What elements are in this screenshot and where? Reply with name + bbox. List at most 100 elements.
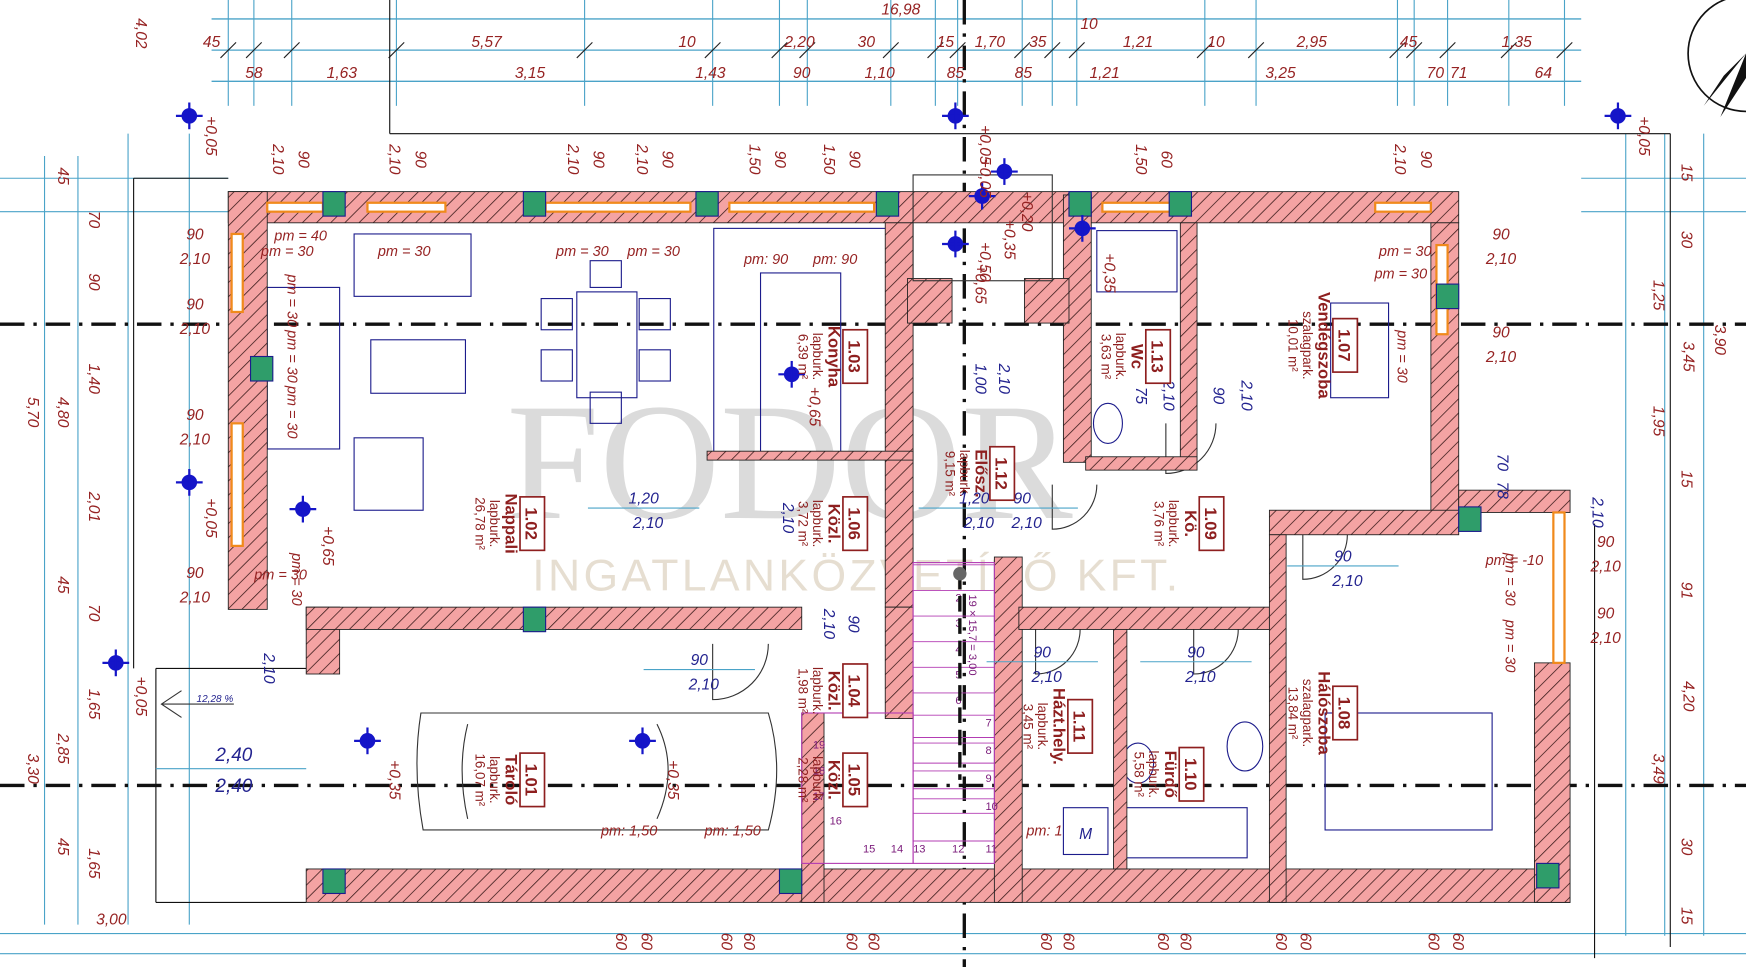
dimension-slash: [1405, 41, 1423, 59]
elevation-label: +0,65: [319, 526, 336, 566]
stair-number: 14: [891, 843, 903, 855]
inner-dimension: 2,10: [963, 515, 995, 532]
room-floor: lapburk.: [957, 450, 972, 498]
opening-height: 1,50: [1132, 144, 1149, 175]
elevation-label: +0,05: [1635, 116, 1652, 156]
room-area: 26,78 m²: [472, 497, 487, 550]
window-width: 90: [1492, 325, 1510, 342]
chair: [589, 260, 622, 288]
door-dimension: 1,00: [971, 364, 988, 395]
bottom-dimension: 60: [1059, 933, 1076, 951]
slope-arrow: [160, 690, 234, 718]
level-marker-icon: [289, 495, 317, 523]
window: [230, 232, 244, 314]
side-dimension: 4,20: [1680, 681, 1697, 712]
door-dimension: 2,10: [1588, 496, 1605, 528]
chair: [589, 391, 622, 424]
level-markers: [102, 0, 1746, 755]
window-width: 90: [186, 407, 204, 424]
opening-width: 90: [659, 151, 676, 169]
top-dimension: 64: [1535, 65, 1553, 82]
level-marker-icon: [968, 182, 996, 210]
window-width: 90: [1597, 534, 1615, 551]
side-dimension: 90: [85, 273, 102, 291]
bottom-dimension: 60: [1176, 933, 1193, 951]
top-dimension: 90: [793, 65, 811, 82]
room-number-box: [519, 496, 546, 552]
window-frame-pillar: [322, 191, 346, 217]
dimension-slash: [1014, 41, 1031, 59]
bottom-dimension: 60: [865, 933, 882, 951]
dimension-slash: [1044, 41, 1061, 59]
window-width: 90: [1492, 227, 1510, 244]
side-dimension: 1,65: [85, 848, 102, 879]
inner-dimension: 90: [691, 652, 709, 669]
room-area: 9,15 m²: [942, 451, 957, 497]
level-marker-icon: [991, 158, 1018, 185]
dining-table: [576, 291, 638, 399]
side-dimension: 1,95: [1650, 406, 1667, 437]
opening-height: 2,10: [633, 143, 650, 175]
meter-label: M: [1079, 826, 1092, 843]
level-marker-icon: [942, 230, 969, 258]
inner-dimension: 2,10: [632, 515, 664, 532]
staircase: 1234567891011121314151617181919 × 15,7 =…: [801, 562, 998, 864]
parapet-height: pm = 30: [1501, 619, 1517, 673]
parapet-height: pm = 30: [283, 273, 299, 327]
top-dimension: 1,21: [1089, 65, 1119, 82]
window-frame-pillar: [522, 191, 547, 217]
car-outline: [416, 712, 778, 831]
top-dimension: 10: [1080, 16, 1098, 33]
chair: [540, 349, 573, 382]
compass-circle: [1687, 0, 1746, 113]
top-dimension: 30: [858, 34, 876, 51]
room-number-box: [1144, 328, 1172, 385]
room-floor: lapburk.: [810, 667, 825, 715]
bathtub: [1121, 807, 1248, 859]
bottom-dimension: 60: [718, 933, 735, 951]
walls: [227, 174, 1571, 903]
chair: [638, 349, 671, 382]
parapet-height: pm = 30: [288, 552, 304, 606]
parapet-height: pm: 90: [812, 252, 857, 268]
top-dimension: 10: [678, 34, 696, 51]
dimension-slash: [388, 41, 405, 59]
room-number-box: [842, 328, 869, 385]
room-floor: szalagpark.: [1300, 679, 1315, 747]
parapet-height: pm: 90: [743, 252, 788, 268]
sofa: [353, 233, 472, 297]
door-dimension: 75: [1132, 387, 1149, 405]
room-area: 16,07 m²: [472, 753, 487, 806]
window-frame-pillar: [322, 868, 346, 895]
door-dimension: 2,10: [779, 502, 796, 534]
dimension-slash: [1500, 41, 1518, 59]
inner-dimension: 90: [1034, 644, 1052, 661]
bottom-dimension: 60: [740, 933, 757, 951]
wall: [884, 606, 914, 720]
room-floor: lapburk.: [810, 500, 825, 548]
bottom-dimension: 60: [637, 933, 654, 951]
inner-dimension: 1,20: [628, 491, 659, 508]
room-number-box: [1332, 317, 1359, 373]
stair-number: 16: [830, 815, 842, 827]
window: [1374, 201, 1432, 213]
wall: [1268, 509, 1460, 536]
window-frame-pillar: [522, 606, 547, 633]
dimension-slash: [1556, 41, 1573, 59]
top-dimension: 3,15: [515, 65, 546, 82]
room-name: Nappali: [502, 493, 521, 553]
window-frame-pillar: [1458, 506, 1482, 532]
top-dimension: 85: [947, 65, 965, 82]
left-top-dimension: 4,02: [132, 18, 149, 49]
parapet-height: pm = 30: [555, 244, 609, 260]
stair-number: 17: [813, 791, 825, 803]
sofa: [266, 286, 341, 450]
bottom-dimension: 3,00: [96, 912, 127, 929]
room-floor: lapburk.: [487, 756, 502, 804]
opening-height: 2,10: [269, 143, 286, 175]
bottom-dimension: 60: [842, 933, 859, 951]
parapet-height: pm: 1: [1025, 824, 1062, 840]
